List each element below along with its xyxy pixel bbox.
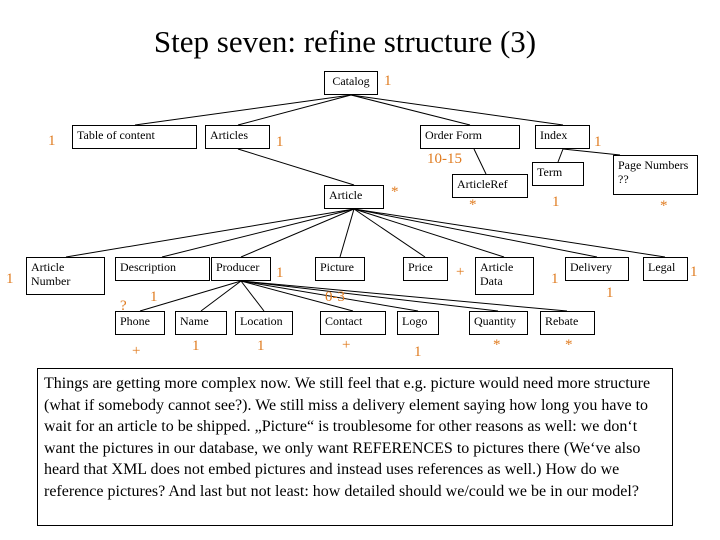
connector-line-17 <box>200 280 242 312</box>
cardinality-picture: 0-3 <box>325 289 345 305</box>
connector-line-21 <box>240 280 499 312</box>
node-articleref: ArticleRef <box>452 174 528 198</box>
node-index: Index <box>535 125 590 149</box>
cardinality-articledata: 1 <box>551 271 559 287</box>
connector-line-20 <box>240 280 419 312</box>
connector-line-16 <box>139 280 242 312</box>
connector-line-0 <box>134 94 352 126</box>
cardinality-delivery: 1 <box>606 285 614 301</box>
connector-line-3 <box>350 94 564 126</box>
connector-line-14 <box>353 208 598 258</box>
cardinality-description-q: ? <box>120 298 127 314</box>
connector-line-7 <box>562 148 621 156</box>
cardinality-legal: 1 <box>690 264 698 280</box>
node-price: Price <box>403 257 448 281</box>
cardinality-logo: 1 <box>414 344 422 360</box>
node-article: Article <box>324 185 384 209</box>
node-rebate: Rebate <box>540 311 595 335</box>
cardinality-orderform: 10-15 <box>427 151 462 167</box>
connector-line-11 <box>339 208 355 258</box>
node-name: Name <box>175 311 227 335</box>
cardinality-articles: 1 <box>276 134 284 150</box>
cardinality-catalog: 1 <box>384 73 392 89</box>
connector-line-2 <box>350 94 471 126</box>
node-quantity: Quantity <box>469 311 528 335</box>
cardinality-articleref: * <box>469 197 477 213</box>
cardinality-term: 1 <box>552 194 560 210</box>
cardinality-name: 1 <box>192 338 200 354</box>
connector-line-4 <box>237 148 355 186</box>
cardinality-rebate: * <box>565 337 573 353</box>
cardinality-contact: + <box>342 337 351 353</box>
cardinality-toc: 1 <box>48 133 56 149</box>
connector-line-19 <box>240 280 354 312</box>
cardinality-location: 1 <box>257 338 265 354</box>
node-pagenumbers: Page Numbers?? <box>613 155 698 195</box>
node-legal: Legal <box>643 257 688 281</box>
slide-title: Step seven: refine structure (3) <box>153 24 537 59</box>
cardinality-quantity: * <box>493 337 501 353</box>
node-phone: Phone <box>115 311 165 335</box>
node-location: Location <box>235 311 293 335</box>
explanation-text: Things are getting more complex now. We … <box>37 368 673 526</box>
connector-line-15 <box>353 208 666 258</box>
cardinality-article: * <box>391 184 399 200</box>
connector-line-9 <box>161 208 355 258</box>
node-logo: Logo <box>397 311 439 335</box>
node-producer: Producer <box>211 257 271 281</box>
cardinality-articlenumber: 1 <box>6 271 14 287</box>
node-toc: Table of content <box>72 125 197 149</box>
node-orderform: Order Form <box>420 125 520 149</box>
node-catalog: Catalog <box>324 71 378 95</box>
cardinality-description: 1 <box>150 289 158 305</box>
node-picture: Picture <box>315 257 365 281</box>
cardinality-phone: + <box>132 343 141 359</box>
node-description: Description <box>115 257 210 281</box>
node-articles: Articles <box>205 125 270 149</box>
connector-line-10 <box>240 208 355 258</box>
connector-line-13 <box>353 208 505 258</box>
node-contact: Contact <box>320 311 386 335</box>
connector-line-18 <box>240 280 265 312</box>
connector-line-1 <box>237 94 352 126</box>
node-delivery: Delivery <box>565 257 629 281</box>
connector-line-12 <box>353 208 426 258</box>
cardinality-pagenumbers: * <box>660 198 668 214</box>
connector-line-6 <box>557 148 564 163</box>
cardinality-producer: 1 <box>276 265 284 281</box>
node-term: Term <box>532 162 584 186</box>
connector-line-8 <box>65 208 355 258</box>
cardinality-index: 1 <box>594 134 602 150</box>
cardinality-price: + <box>456 264 465 280</box>
connector-line-22 <box>240 280 568 312</box>
connector-line-5 <box>473 148 487 175</box>
